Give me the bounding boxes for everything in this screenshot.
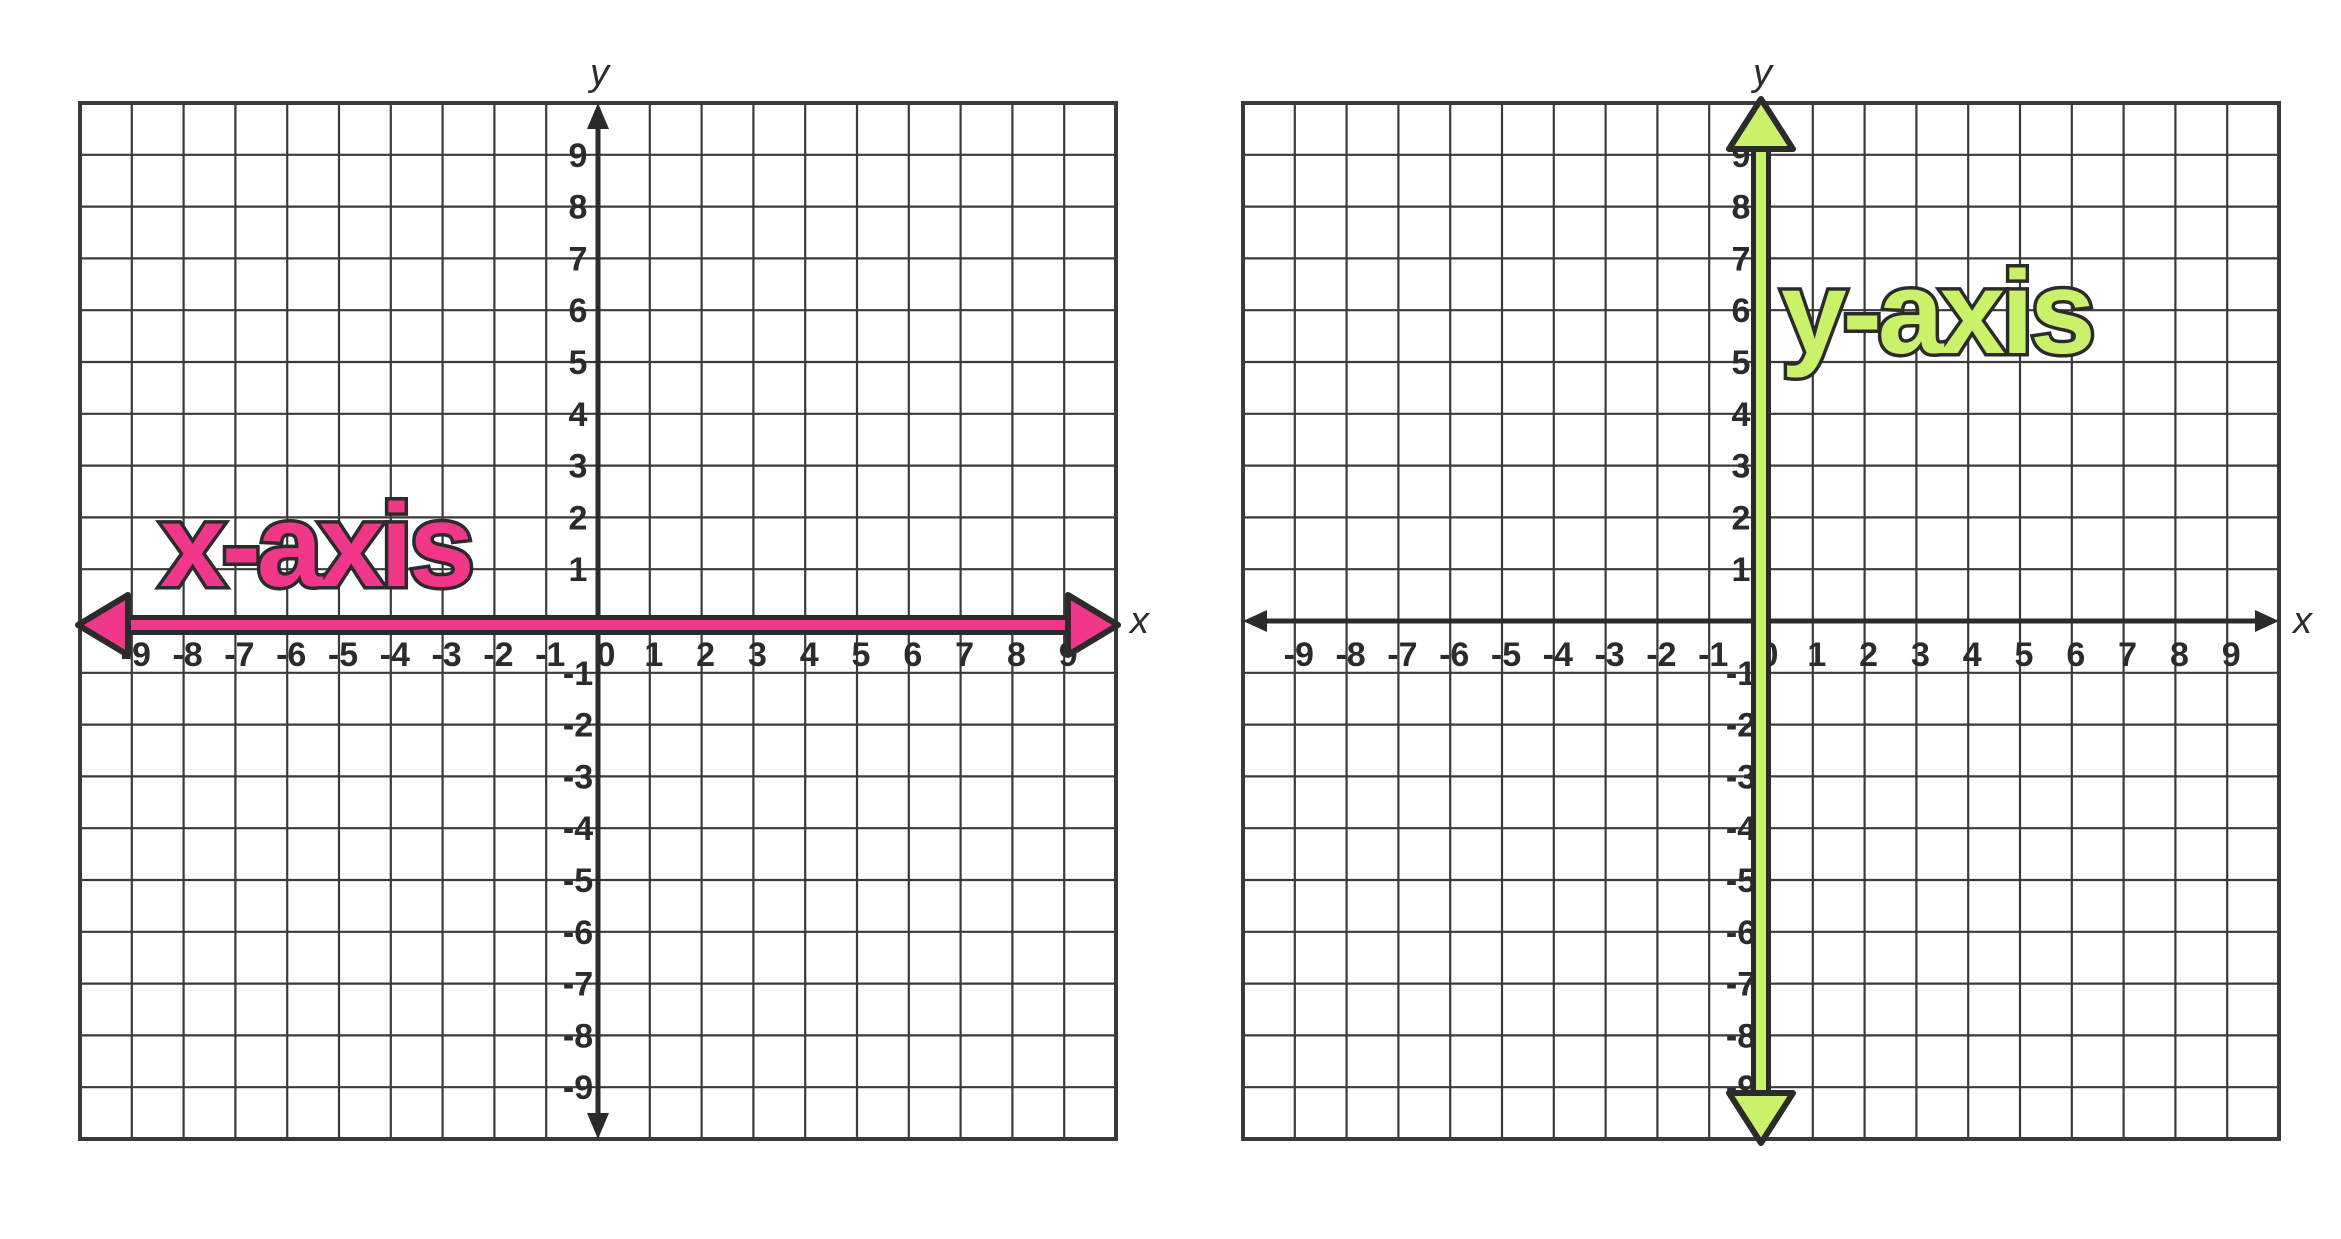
y-tick-label: 4 xyxy=(1732,396,1751,434)
x-tick-label: -7 xyxy=(1387,636,1417,674)
y-tick-label: 3 xyxy=(569,448,588,486)
x-tick-label: -8 xyxy=(1335,636,1365,674)
x-tick-label: -4 xyxy=(1543,636,1573,674)
x-tick-label: 4 xyxy=(800,636,819,674)
x-tick-label: 6 xyxy=(2066,636,2085,674)
x-tick-label: -1 xyxy=(535,636,565,674)
y-tick-label: -7 xyxy=(563,966,593,1004)
x-axis-callout: x-axis xyxy=(160,480,471,612)
y-tick-label: 2 xyxy=(1732,499,1751,537)
x-tick-label: 9 xyxy=(2222,636,2241,674)
y-tick-label: 4 xyxy=(569,396,588,434)
right-panel: xy-9-8-7-6-5-4-3-2-10123456789987654321-… xyxy=(1241,52,2314,1146)
y-tick-label: -5 xyxy=(563,862,593,900)
x-tick-label: 1 xyxy=(644,636,663,674)
y-tick-label: 7 xyxy=(1732,240,1751,278)
x-tick-label: 3 xyxy=(748,636,767,674)
y-tick-label: 2 xyxy=(569,499,588,537)
y-tick-label: -4 xyxy=(563,810,593,848)
x-axis-name: x xyxy=(2291,600,2314,642)
x-tick-label: 2 xyxy=(1859,636,1878,674)
x-axis-name: x xyxy=(1128,600,1151,642)
x-tick-label: -5 xyxy=(1491,636,1521,674)
y-axis-name: y xyxy=(587,52,611,94)
y-tick-label: -1 xyxy=(563,655,593,693)
x-axis-highlight: x-axis xyxy=(75,477,1121,658)
y-tick-label: 6 xyxy=(1732,292,1751,330)
x-tick-label: -5 xyxy=(328,636,358,674)
x-tick-label: -1 xyxy=(1698,636,1728,674)
x-tick-label: -8 xyxy=(172,636,202,674)
y-highlight-arrow-bottom xyxy=(1726,1090,1796,1146)
x-tick-label: -3 xyxy=(1594,636,1624,674)
x-tick-label: -2 xyxy=(483,636,513,674)
tick-labels: -9-8-7-6-5-4-3-2-10123456789987654321-1-… xyxy=(121,137,1078,1107)
x-tick-label: 3 xyxy=(1911,636,1930,674)
x-tick-label: -9 xyxy=(1284,636,1314,674)
y-tick-label: 6 xyxy=(569,292,588,330)
y-tick-label: 8 xyxy=(1732,189,1751,227)
y-tick-label: 3 xyxy=(1732,448,1751,486)
x-tick-label: 7 xyxy=(2118,636,2137,674)
x-tick-label: 5 xyxy=(852,636,871,674)
y-tick-label: 1 xyxy=(1732,551,1751,589)
left-panel: xy-9-8-7-6-5-4-3-2-10123456789987654321-… xyxy=(75,52,1151,1141)
y-axis-name: y xyxy=(1750,52,1774,94)
y-tick-label: 8 xyxy=(569,189,588,227)
x-tick-label: -4 xyxy=(380,636,410,674)
y-tick-label: -6 xyxy=(563,914,593,952)
y-tick-label: 1 xyxy=(569,551,588,589)
x-tick-label: 7 xyxy=(955,636,974,674)
x-axis-arrow-right xyxy=(2255,610,2279,632)
y-tick-label: -9 xyxy=(563,1069,593,1107)
y-tick-label: 7 xyxy=(569,240,588,278)
y-tick-label: 5 xyxy=(569,344,588,382)
y-tick-label: -3 xyxy=(563,758,593,796)
x-tick-label: -7 xyxy=(224,636,254,674)
x-tick-label: 2 xyxy=(696,636,715,674)
y-tick-label: 5 xyxy=(1732,344,1751,382)
x-tick-label: -3 xyxy=(431,636,461,674)
y-axis-callout: y-axis xyxy=(1781,247,2092,379)
x-tick-label: 1 xyxy=(1807,636,1826,674)
y-tick-label: -8 xyxy=(563,1017,593,1055)
x-tick-label: -6 xyxy=(276,636,306,674)
y-highlight-arrow-top xyxy=(1726,96,1796,152)
x-tick-label: 8 xyxy=(1007,636,1026,674)
x-tick-label: 8 xyxy=(2170,636,2189,674)
y-axis-arrow-top xyxy=(587,103,609,129)
y-tick-label: 9 xyxy=(569,137,588,175)
y-axis-highlight: y-axis xyxy=(1726,96,2099,1146)
x-tick-label: 4 xyxy=(1963,636,1982,674)
x-tick-label: -2 xyxy=(1646,636,1676,674)
y-axis-arrow-bottom xyxy=(587,1113,609,1139)
x-tick-label: 5 xyxy=(2015,636,2034,674)
x-highlight-arrow-right xyxy=(1065,592,1121,658)
x-tick-label: 0 xyxy=(597,636,616,674)
y-tick-label: -2 xyxy=(563,707,593,745)
x-tick-label: -6 xyxy=(1439,636,1469,674)
x-tick-label: 6 xyxy=(903,636,922,674)
x-axis-arrow-left xyxy=(1243,610,1267,632)
x-highlight-arrow-left xyxy=(75,592,131,658)
